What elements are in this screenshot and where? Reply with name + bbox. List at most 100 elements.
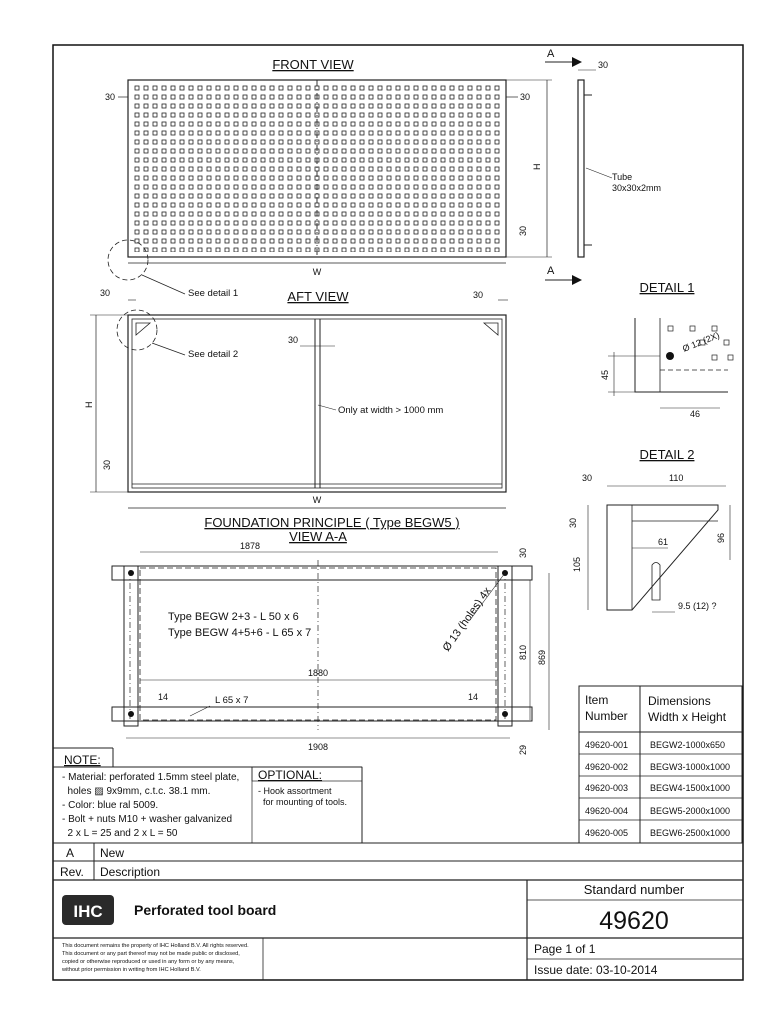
dim-1908: 1908 xyxy=(308,742,328,752)
detail-1-title: DETAIL 1 xyxy=(640,280,695,295)
type-begw-2-3: Type BEGW 2+3 - L 50 x 6 xyxy=(168,611,299,623)
issue-date: Issue date: 03-10-2014 xyxy=(534,963,658,977)
disclaimer-line: This document remains the property of IH… xyxy=(62,943,249,949)
table-row-item: 49620-001 xyxy=(585,740,628,750)
detail-1-callout-circle xyxy=(107,239,149,281)
item-table: Item Number Dimensions Width x Height 49… xyxy=(578,685,743,844)
note-line: - Material: perforated 1.5mm steel plate… xyxy=(62,772,239,783)
aft-view-title: AFT VIEW xyxy=(287,289,349,304)
note-line: 2 x L = 25 and 2 x L = 50 xyxy=(62,828,178,839)
description-header: Description xyxy=(100,865,160,879)
drawing-title: Perforated tool board xyxy=(134,902,276,918)
detail-2-dim-61: 61 xyxy=(658,537,668,547)
front-dim-30-bottom: 30 xyxy=(518,226,528,236)
note-line: - Bolt + nuts M10 + washer galvanized xyxy=(62,814,232,825)
note-line: holes ▨ 9x9mm, c.t.c. 38.1 mm. xyxy=(62,786,210,797)
detail-2-dim-30-side: 30 xyxy=(568,518,578,528)
table-row-dim: BEGW3-1000x1000 xyxy=(650,762,730,772)
foundation-title: FOUNDATION PRINCIPLE ( Type BEGW5 ) xyxy=(204,515,459,530)
dim-810: 810 xyxy=(518,645,528,660)
detail-2-dim-96: 96 xyxy=(716,533,726,543)
table-row-item: 49620-002 xyxy=(585,762,628,772)
aft-dim-30-center: 30 xyxy=(288,335,298,345)
detail-2-dim-110: 110 xyxy=(669,473,683,483)
foundation-view: FOUNDATION PRINCIPLE ( Type BEGW5 ) VIEW… xyxy=(111,515,550,755)
see-detail-2-label: See detail 2 xyxy=(188,349,238,360)
aft-dim-H: H xyxy=(84,402,94,409)
detail-2-dim-30-top: 30 xyxy=(582,473,592,483)
section-a-bottom: A xyxy=(547,265,555,277)
front-view-title: FRONT VIEW xyxy=(272,57,354,72)
front-dim-W: W xyxy=(313,267,322,277)
table-row-dim: BEGW4-1500x1000 xyxy=(650,783,730,793)
detail-1-hole-label: Ø 12 (2X) xyxy=(681,330,721,354)
detail-1: DETAIL 1 Ø 12 (2X) 45 46 xyxy=(600,280,734,419)
ihc-logo xyxy=(62,895,114,925)
table-header-dimensions: Dimensions xyxy=(648,694,711,708)
aft-dim-30-right: 30 xyxy=(473,290,483,300)
aft-board-outline xyxy=(127,314,507,493)
front-dim-30-left: 30 xyxy=(105,92,115,102)
table-header-number: Number xyxy=(585,709,628,723)
rev-description: New xyxy=(100,846,124,860)
dim-14-left: 14 xyxy=(158,692,168,702)
detail-2: DETAIL 2 30 110 30 105 61 96 9.5 (12) ? xyxy=(568,447,731,613)
holes-label: Ø 13 (holes) 4x xyxy=(441,585,494,654)
page-indicator: Page 1 of 1 xyxy=(534,942,596,956)
table-row-item: 49620-004 xyxy=(585,806,628,816)
side-dim-30: 30 xyxy=(598,60,608,70)
detail-2-title: DETAIL 2 xyxy=(640,447,695,462)
aft-dim-30-bottom: 30 xyxy=(102,460,112,470)
front-dim-30-right: 30 xyxy=(520,92,530,102)
notes-block: NOTE: - Material: perforated 1.5mm steel… xyxy=(53,747,363,843)
tube-size-label: 30x30x2mm xyxy=(612,183,661,193)
sheet-border xyxy=(52,44,744,981)
side-view: A A 30 Tube 30x30x2mm xyxy=(545,48,661,285)
detail-2-callout-circle xyxy=(116,309,158,351)
aft-view: AFT VIEW 30 30 See detail 2 30 Only at w… xyxy=(84,288,508,509)
front-view: FRONT VIEW 30 30 H 30 W See detail 1 xyxy=(105,57,552,299)
table-header-item: Item xyxy=(585,693,608,707)
dim-1878: 1878 xyxy=(240,541,260,551)
rev-letter: A xyxy=(66,846,74,860)
aft-dim-30-left: 30 xyxy=(100,288,110,298)
standard-number: 49620 xyxy=(599,907,669,935)
detail-1-dim-45: 45 xyxy=(600,370,610,380)
dim-14-right: 14 xyxy=(468,692,478,702)
l65x7-label: L 65 x 7 xyxy=(215,695,248,706)
table-row-dim: BEGW2-1000x650 xyxy=(650,740,725,750)
disclaimer-line: copied or otherwise reproduced or used i… xyxy=(62,959,235,965)
table-row-item: 49620-005 xyxy=(585,828,628,838)
table-row-dim: BEGW5-2000x1000 xyxy=(650,806,730,816)
note-line: - Color: blue ral 5009. xyxy=(62,800,158,811)
section-a-top: A xyxy=(547,48,555,60)
only-at-width-note: Only at width > 1000 mm xyxy=(338,405,443,416)
optional-title: OPTIONAL: xyxy=(258,768,322,782)
revision-block: A New Rev. Description xyxy=(53,842,743,881)
disclaimer-line: without prior permission in writing from… xyxy=(61,967,201,973)
tube-label: Tube xyxy=(612,172,632,182)
tube-profile xyxy=(577,79,585,258)
front-dim-H: H xyxy=(532,164,542,171)
detail-2-dim-9-5: 9.5 (12) ? xyxy=(678,601,717,611)
detail-2-dim-105: 105 xyxy=(572,557,582,572)
optional-line: - Hook assortment xyxy=(258,786,332,796)
type-begw-4-5-6: Type BEGW 4+5+6 - L 65 x 7 xyxy=(168,627,311,639)
view-aa-title: VIEW A-A xyxy=(289,529,347,544)
standard-number-label: Standard number xyxy=(584,882,685,897)
ihc-logo-text: IHC xyxy=(73,902,102,921)
rev-header: Rev. xyxy=(60,865,84,879)
dim-869: 869 xyxy=(537,650,547,665)
see-detail-1-label: See detail 1 xyxy=(188,288,238,299)
foundation-dim-30: 30 xyxy=(518,548,528,558)
optional-line: for mounting of tools. xyxy=(258,797,347,807)
dim-29: 29 xyxy=(518,745,528,755)
table-row-dim: BEGW6-2500x1000 xyxy=(650,828,730,838)
dim-1880: 1880 xyxy=(308,668,328,678)
disclaimer-line: This document or any part thereof may no… xyxy=(62,951,240,957)
table-header-width-height: Width x Height xyxy=(648,710,727,724)
detail-1-dim-46: 46 xyxy=(690,409,700,419)
title-block: IHC Perforated tool board Standard numbe… xyxy=(53,880,743,980)
note-title: NOTE: xyxy=(64,753,101,767)
